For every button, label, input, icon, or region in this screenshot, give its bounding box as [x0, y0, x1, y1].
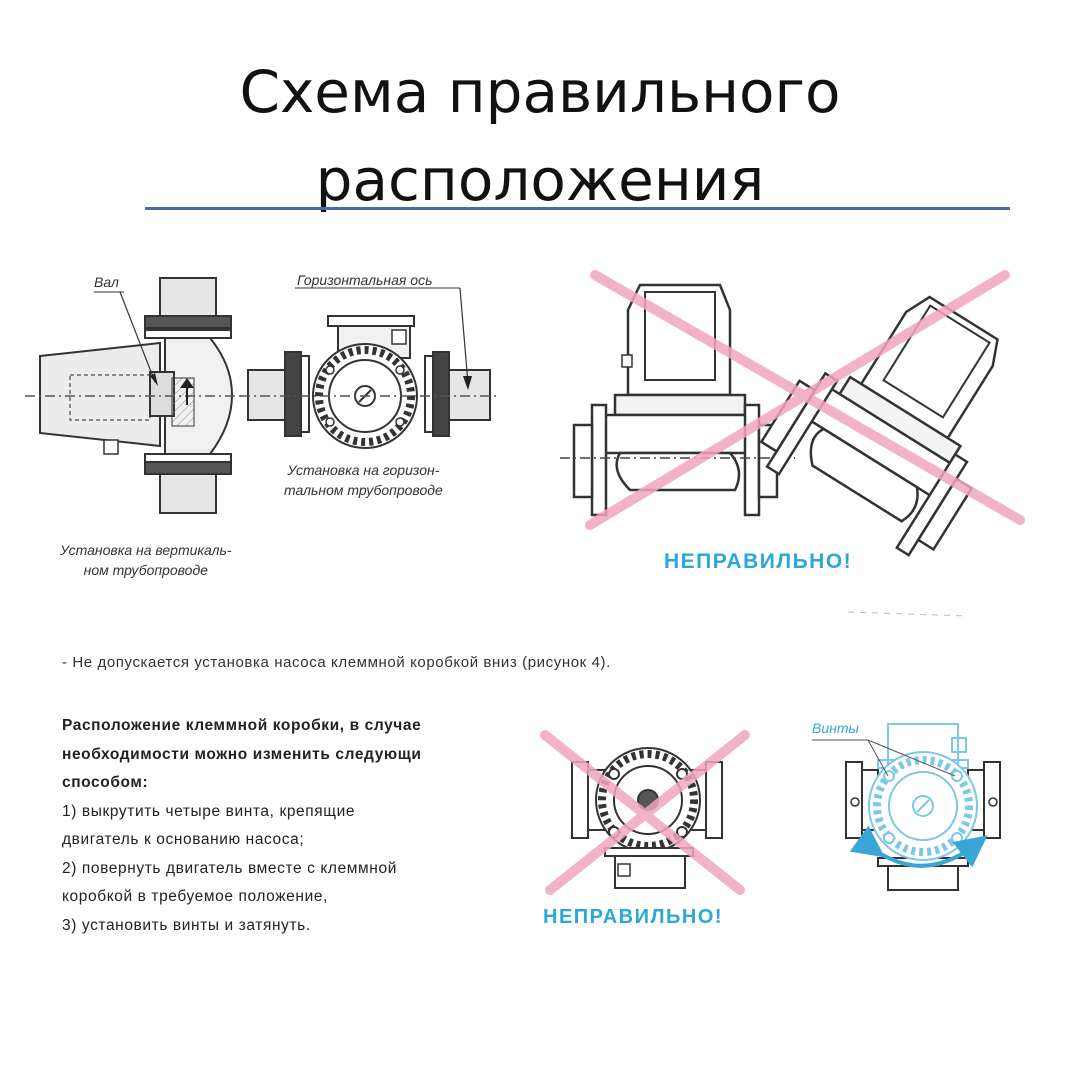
page-title: Схема правильного расположения	[0, 48, 1080, 224]
install-note: - Не допускается установка насоса клеммн…	[62, 654, 611, 671]
instructions-heading-line-2: необходимости можно изменить следующи	[62, 745, 422, 763]
vertical-install-label: Установка на вертикаль- ном трубопроводе	[60, 540, 232, 580]
title-line-2: расположения	[315, 146, 765, 214]
wrong-label-top: НЕПРАВИЛЬНО!	[664, 550, 853, 573]
instructions-step-line-2: двигатель к основанию насоса;	[62, 831, 305, 848]
title-divider	[145, 207, 1010, 210]
horizontal-install-label: Установка на горизон- тальном трубопрово…	[284, 460, 443, 500]
instructions-step-line-5: 3) установить винты и затянуть.	[62, 916, 311, 934]
screws-label: Винты	[812, 720, 859, 736]
instructions-heading-line-1: Расположение клеммной коробки, в случае	[62, 717, 422, 734]
wrong-label-bottom: НЕПРАВИЛЬНО!	[543, 906, 724, 928]
instructions-step-line-1: 1) выкрутить четыре винта, крепящие	[62, 802, 356, 820]
title-line-1: Схема правильного	[239, 58, 841, 126]
rotation-arrow-icon	[849, 825, 988, 868]
wrong-pump-box-down	[571, 747, 723, 889]
vertical-pipeline-pump	[25, 277, 245, 514]
instructions-step-line-3: 2) повернуть двигатель вместе с клеммной	[62, 859, 397, 877]
shaft-label: Вал	[94, 274, 119, 290]
instructions-step-line-4: коробкой в требуемое положение,	[62, 888, 328, 905]
horizontal-pipeline-pump	[240, 287, 500, 449]
vertical-install-line-2: ном трубопроводе	[83, 562, 208, 578]
rotation-instructions: Расположение клеммной коробки, в случае …	[62, 712, 542, 940]
vertical-install-line-1: Установка на вертикаль-	[60, 542, 232, 558]
blue-motor-overlay	[868, 723, 978, 861]
horizontal-install-line-2: тальном трубопроводе	[284, 482, 443, 498]
screw-leader-lines	[812, 739, 956, 777]
instructions-heading-line-3: способом:	[62, 774, 149, 791]
wrong-cross-top	[585, 270, 1025, 530]
wrong-pump-tilted	[759, 295, 999, 557]
horizontal-install-line-1: Установка на горизон-	[287, 462, 440, 478]
wrong-cross-bottom	[540, 730, 750, 895]
horizontal-axis-label: Горизонтальная ось	[297, 272, 433, 288]
